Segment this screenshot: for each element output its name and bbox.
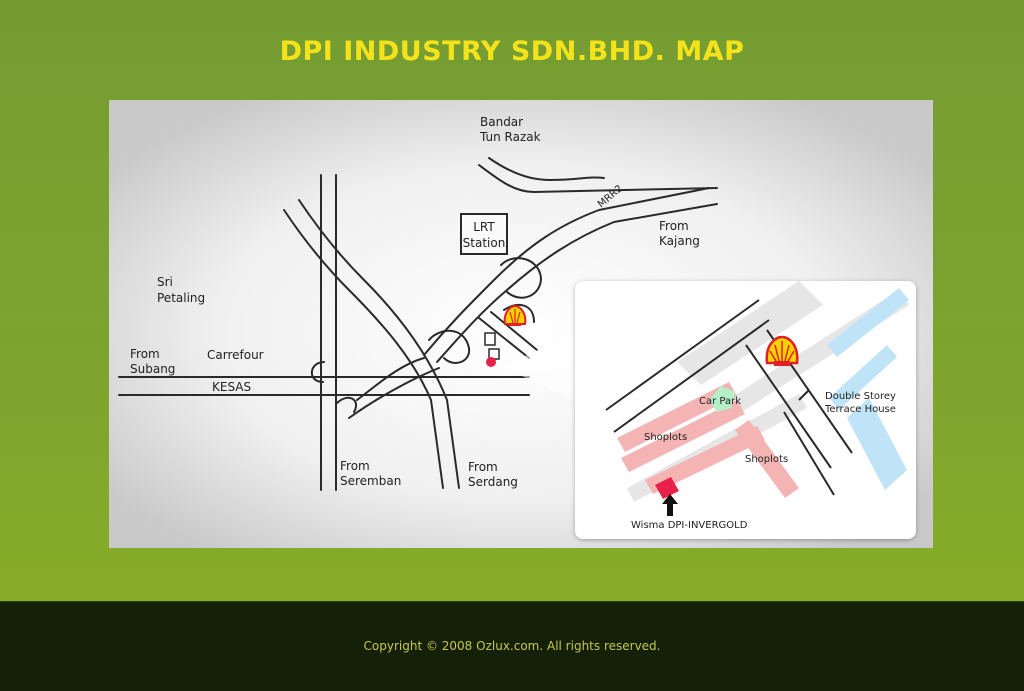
car-park-area xyxy=(709,386,735,412)
lrt-label-2: Station xyxy=(463,236,506,250)
label-bandar-2: Tun Razak xyxy=(479,130,541,144)
inset-roads xyxy=(605,299,853,496)
label-carrefour: Carrefour xyxy=(207,348,264,362)
inset-terrace-label-1: Double Storey xyxy=(825,391,896,402)
road-network xyxy=(118,157,718,491)
label-serdang-2: Serdang xyxy=(468,475,518,489)
footer: Copyright © 2008 Ozlux.com. All rights r… xyxy=(0,601,1024,691)
terrace-houses xyxy=(827,288,909,490)
wisma-arrow xyxy=(662,494,678,516)
lrt-label-1: LRT xyxy=(473,220,495,234)
inset-shoplots xyxy=(617,382,799,498)
wisma-building xyxy=(655,477,679,499)
destination-marker xyxy=(486,357,496,367)
label-kesas: KESAS xyxy=(212,380,251,394)
label-sri-petaling-2: Petaling xyxy=(157,291,205,305)
inset-shoplots-right-label: Shoplots xyxy=(745,454,788,465)
inset-car-park-label: Car Park xyxy=(699,396,741,407)
inset-shoplots-left-label: Shoplots xyxy=(644,432,687,443)
location-map: LRT Station MRR2 Bandar Tun Razak From K… xyxy=(109,100,933,548)
page-title: DPI INDUSTRY SDN.BHD. MAP xyxy=(279,36,745,67)
shell-station-icon xyxy=(503,304,527,326)
label-serdang-1: From xyxy=(468,460,498,474)
lrt-station-box xyxy=(460,213,508,255)
label-bandar-1: Bandar xyxy=(480,115,523,129)
inset-terrace-label-2: Terrace House xyxy=(824,404,896,415)
copyright-text: Copyright © 2008 Ozlux.com. All rights r… xyxy=(363,639,661,653)
callout-wedge xyxy=(502,332,575,400)
label-kajang-2: Kajang xyxy=(659,234,700,248)
label-seremban-1: From xyxy=(340,459,370,473)
label-subang-2: Subang xyxy=(130,362,175,376)
label-seremban-2: Seremban xyxy=(340,474,401,488)
inset-shell-icon xyxy=(765,335,799,366)
label-kajang-1: From xyxy=(659,219,689,233)
inset-map: Car Park Shoplots Shoplots Double Storey… xyxy=(575,281,916,539)
inset-wisma-label: Wisma DPI-INVERGOLD xyxy=(631,520,748,531)
label-sri-petaling-1: Sri xyxy=(157,275,173,289)
label-subang-1: From xyxy=(130,347,160,361)
